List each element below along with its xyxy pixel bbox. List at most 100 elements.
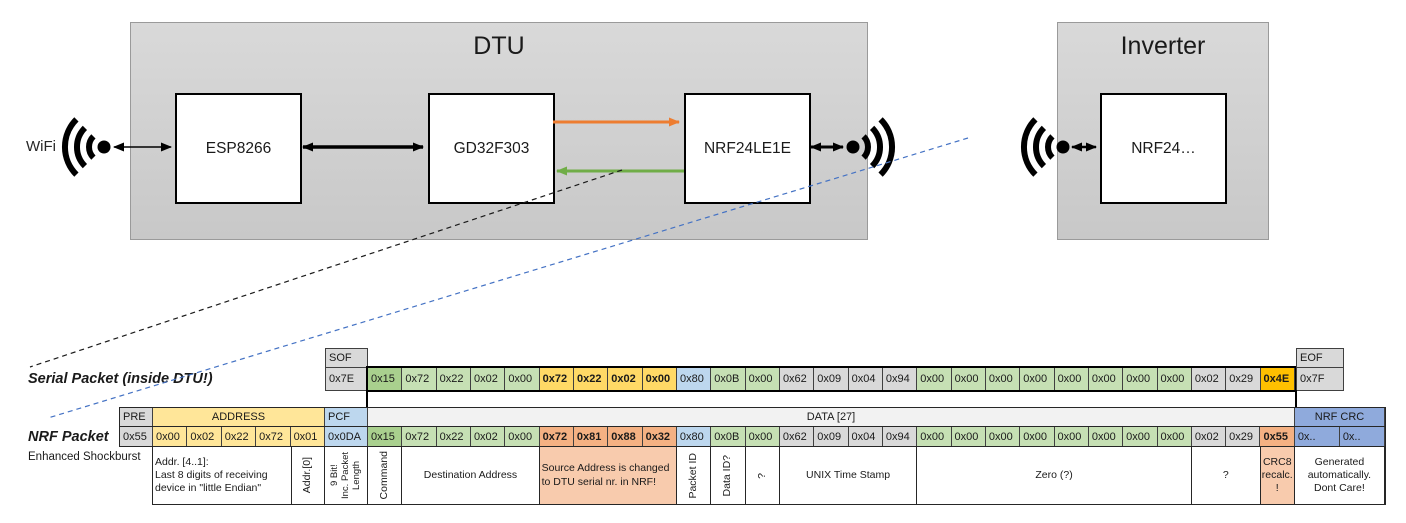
nrf-byte-cell: 0x00 <box>1054 427 1089 446</box>
nrf-field-header-cell: ADDRESS <box>153 408 325 426</box>
nrf-byte-cell: 0x72 <box>402 427 437 446</box>
nrf-annotation-cell: ? <box>745 447 780 504</box>
serial-packet-label: Serial Packet (inside DTU!) <box>28 371 213 387</box>
nrf-byte-cell: 0x09 <box>814 427 849 446</box>
nrf-byte-cell: 0x72 <box>539 427 574 446</box>
nrf-byte-cell: 0x55 <box>120 427 153 446</box>
eof-column: EOF 0x7F <box>1296 348 1344 391</box>
sof-column: SOF 0x7E <box>325 348 368 391</box>
serial-byte-cell: 0x72 <box>402 368 437 390</box>
inverter-nrf24-box: NRF24… <box>1100 93 1227 204</box>
serial-byte-cell: 0x22 <box>573 368 609 390</box>
nrf-byte-cell: 0x.. <box>1294 427 1340 446</box>
nrf-byte-cell: 0x81 <box>573 427 609 446</box>
nrf-byte-cell: 0x00 <box>745 427 780 446</box>
serial-byte-cell: 0x72 <box>539 368 574 390</box>
nrf-byte-cell: 0x00 <box>1020 427 1055 446</box>
enhanced-shockburst-label: Enhanced Shockburst <box>28 451 141 463</box>
nrf-packet-label: NRF Packet <box>28 429 109 445</box>
nrf-field-header-cell: PRE <box>120 408 153 426</box>
serial-byte-cell: 0x15 <box>368 368 403 390</box>
nrf-byte-cell: 0x00 <box>917 427 952 446</box>
dtu-title: DTU <box>473 32 525 60</box>
serial-byte-cell: 0x00 <box>642 368 677 390</box>
serial-byte-cell: 0x00 <box>1020 368 1055 390</box>
serial-byte-cell: 0x02 <box>608 368 643 390</box>
nrf-annotation-cell: Addr. [4..1]: Last 8 digits of receiving… <box>153 447 292 504</box>
nrf-byte-cell: 0x.. <box>1339 427 1385 446</box>
nrf-byte-cell: 0x00 <box>951 427 986 446</box>
esp8266-box: ESP8266 <box>175 93 302 204</box>
nrf-field-header-cell: PCF <box>325 408 368 426</box>
nrf-annotation-cell: Destination Address <box>402 447 540 504</box>
nrf-byte-cell: 0x72 <box>256 427 291 446</box>
nrf24le1e-box: NRF24LE1E <box>684 93 811 204</box>
serial-byte-cell: 0x00 <box>1088 368 1124 390</box>
eof-value: 0x7F <box>1296 367 1344 391</box>
nrf-byte-cell: 0x80 <box>676 427 712 446</box>
nrf-byte-cell: 0x00 <box>1123 427 1158 446</box>
serial-byte-cell: 0x00 <box>505 368 540 390</box>
serial-byte-cell: 0x00 <box>1157 368 1192 390</box>
nrf-field-header-cell: DATA [27] <box>368 408 1295 426</box>
nrf-annotation-cell: Source Address is changed to DTU serial … <box>539 447 677 504</box>
nrf-byte-cell: 0x15 <box>367 427 403 446</box>
nrf-byte-cell: 0x0B <box>711 427 746 446</box>
nrf-annotation-cell: CRC8 recalc. ! <box>1260 447 1295 504</box>
nrf-annotation-cell: Command <box>368 447 403 504</box>
serial-byte-cell: 0x00 <box>985 368 1021 390</box>
nrf-byte-cell: 0x02 <box>187 427 222 446</box>
nrf-byte-cell: 0x01 <box>290 427 325 446</box>
gd32f303-label: GD32F303 <box>453 139 530 157</box>
nrf-byte-cell: 0x02 <box>1191 427 1227 446</box>
eof-header: EOF <box>1296 348 1344 368</box>
nrf-annotation-cell: Packet ID <box>676 447 712 504</box>
serial-byte-cell: 0x0B <box>711 368 746 390</box>
nrf-byte-cell: 0x94 <box>882 427 918 446</box>
serial-byte-cell: 0x80 <box>676 368 712 390</box>
nrf-field-header-cell: NRF CRC <box>1295 408 1385 426</box>
data-align-connector-right <box>1295 390 1297 408</box>
serial-byte-cell: 0x09 <box>814 368 849 390</box>
nrf-byte-cell: 0x00 <box>1088 427 1124 446</box>
serial-byte-cell: 0x62 <box>779 368 815 390</box>
serial-byte-cell: 0x22 <box>436 368 471 390</box>
nrf-byte-cell: 0x04 <box>848 427 883 446</box>
nrf24le1e-label: NRF24LE1E <box>703 139 791 157</box>
sof-value: 0x7E <box>325 367 368 391</box>
esp8266-label: ESP8266 <box>205 139 272 157</box>
serial-byte-cell: 0x00 <box>917 368 952 390</box>
nrf-annotation-cell: Addr.[0] <box>292 447 325 504</box>
wifi-label: WiFi <box>26 138 56 155</box>
nrf-annotation-cell: 9 Bit! Inc. Packet Length <box>325 447 368 504</box>
nrf-byte-cell: 0x22 <box>221 427 257 446</box>
serial-byte-cell: 0x00 <box>951 368 986 390</box>
serial-byte-cell: 0x00 <box>745 368 780 390</box>
nrf-byte-cell: 0x22 <box>436 427 471 446</box>
serial-byte-cell: 0x02 <box>1191 368 1227 390</box>
nrf-annotation-row: Addr. [4..1]: Last 8 digits of receiving… <box>152 446 1386 505</box>
nrf-byte-cell: 0x62 <box>779 427 815 446</box>
nrf-annotation-cell: ? <box>1191 447 1261 504</box>
nrf-annotation-cell: Generated automatically. Dont Care! <box>1294 447 1385 504</box>
nrf-annotation-cell: UNIX Time Stamp <box>779 447 918 504</box>
inverter-title: Inverter <box>1120 32 1206 60</box>
gd32f303-box: GD32F303 <box>428 93 555 204</box>
serial-byte-cell: 0x4E <box>1260 368 1295 390</box>
inverter-nrf24-label: NRF24… <box>1131 139 1196 157</box>
nrf-byte-cell: 0x02 <box>470 427 506 446</box>
nrf-byte-cell: 0x29 <box>1226 427 1261 446</box>
nrf-byte-cell: 0x00 <box>1157 427 1192 446</box>
serial-byte-cell: 0x00 <box>1054 368 1089 390</box>
nrf-byte-cell: 0x55 <box>1260 427 1295 446</box>
nrf-byte-cell: 0x00 <box>985 427 1021 446</box>
nrf-annotation-cell: Data ID? <box>711 447 746 504</box>
data-align-connector-left <box>366 390 368 408</box>
nrf-byte-cell: 0x88 <box>608 427 643 446</box>
nrf-byte-cell: 0x00 <box>505 427 540 446</box>
serial-byte-cell: 0x29 <box>1226 368 1261 390</box>
